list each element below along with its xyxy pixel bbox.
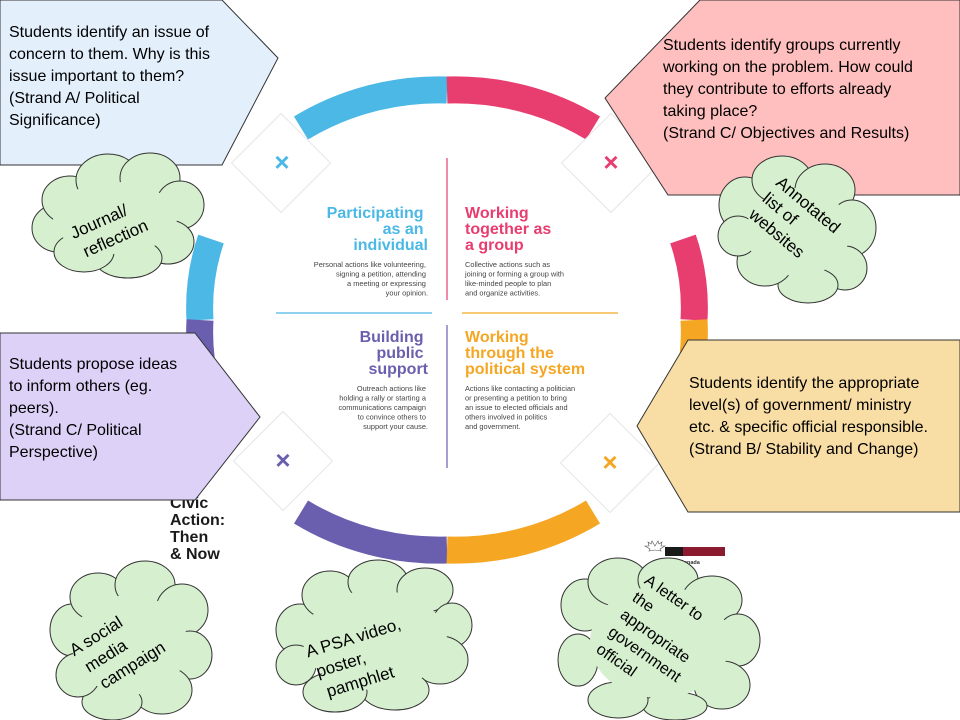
callout-bottom-left: Students propose ideas to inform others … — [0, 332, 261, 501]
diamond-top-left: × — [230, 112, 332, 214]
quadrant-group-description: Collective actions such as joining or fo… — [464, 260, 566, 298]
cross-icon: × — [274, 147, 289, 177]
cloud-letter: A letter to the appropriate government o… — [557, 557, 761, 720]
callout-bottom-right: Students identify the appropriate level(… — [636, 339, 960, 513]
ring-arc-blue-top — [293, 76, 448, 140]
callout-bottom-right-text: Students identify the appropriate level(… — [689, 375, 932, 458]
quadrant-political-description: Actions like contacting a politician or … — [465, 384, 577, 431]
maple-leaf-icon — [643, 540, 667, 552]
quadrant-public-title: Building public support — [360, 329, 429, 378]
cloud-journal-reflection: Journal/ reflection — [31, 152, 205, 279]
callout-top-left: Students identify an issue of concern to… — [0, 0, 279, 166]
ring-arc-orange-bottom — [446, 500, 601, 564]
cross-icon: × — [275, 445, 290, 475]
ring-arc-purple-bottom — [293, 500, 448, 564]
quadrant-individual-description: Personal actions like volunteering, sign… — [314, 260, 428, 298]
callout-bottom-left-text: Students propose ideas to inform others … — [9, 356, 182, 461]
ring-arc-blue-left — [186, 234, 224, 321]
ring-arc-pink-top — [446, 76, 601, 140]
ring-arc-pink-right — [670, 234, 708, 321]
logo-bar-red — [683, 547, 725, 556]
civic-action-title: Civic Action: Then & Now — [170, 495, 230, 563]
quadrant-group-title: Working together as a group — [465, 205, 556, 254]
quadrant-public-description: Outreach actions like holding a rally or… — [338, 384, 428, 431]
quadrant-political-title: Working through the political system — [465, 329, 585, 378]
diamond-bottom-right: × — [559, 412, 661, 514]
cross-icon: × — [603, 147, 618, 177]
cross-icon: × — [602, 447, 617, 477]
cloud-social-media: A social media campaign — [49, 560, 213, 720]
callout-top-right-text: Students identify groups currently worki… — [662, 37, 917, 142]
callout-top-right: Students identify groups currently worki… — [604, 0, 960, 196]
quadrant-individual-title: Participating as an individual — [327, 205, 428, 254]
cloud-annotated-websites: Annotated list of websites — [717, 155, 877, 304]
logo-bar-black — [665, 547, 683, 556]
callout-top-left-text: Students identify an issue of concern to… — [9, 24, 214, 129]
diamond-bottom-left: × — [232, 410, 334, 512]
cloud-psa: A PSA video, poster, pamphlet — [275, 559, 473, 713]
